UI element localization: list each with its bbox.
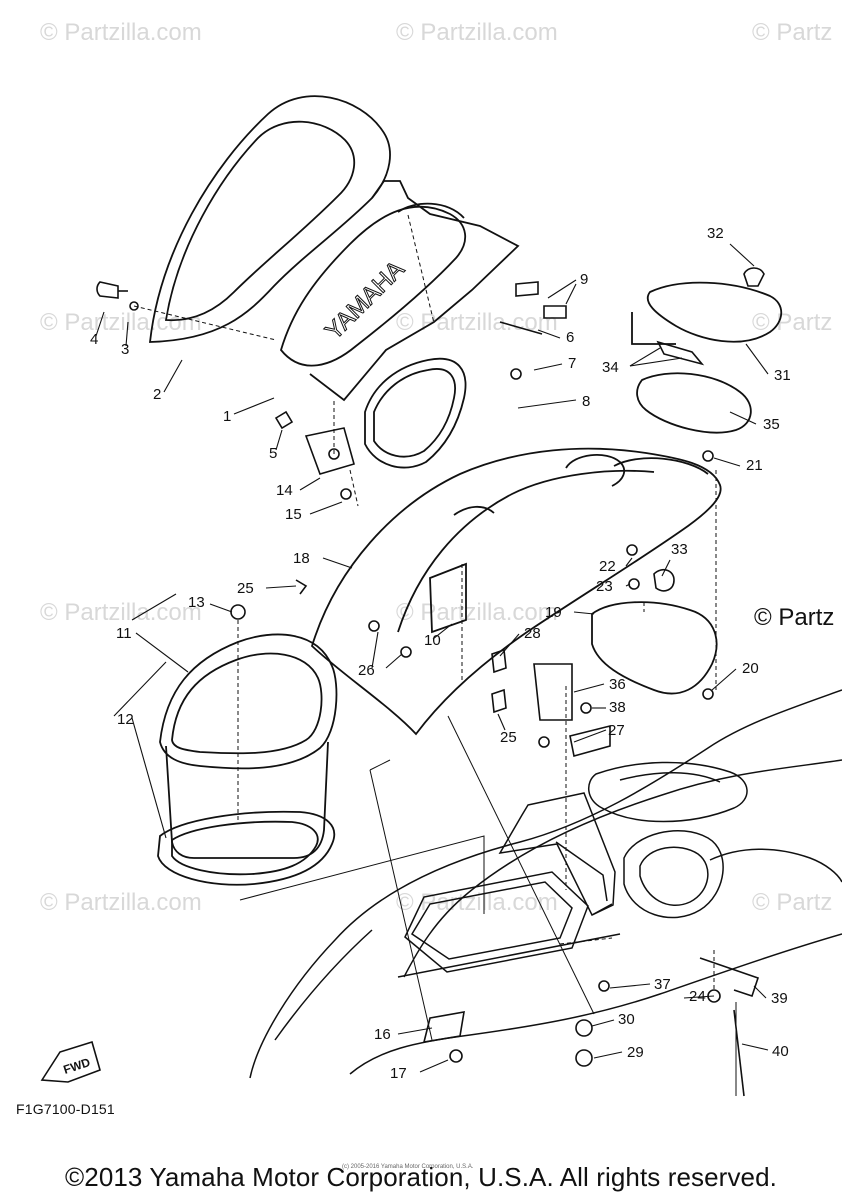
watermark-row2-left: © Partzilla.com [40,309,202,336]
callout-25-bottom: 25 [500,729,517,746]
watermark-layer: © Partzilla.com © Partzilla.com © Partz … [40,19,832,916]
callout-3: 3 [121,341,129,358]
callout-13: 13 [188,594,205,611]
watermark-row4-right: © Partz [752,889,832,916]
callout-32: 32 [707,225,724,242]
callout-22: 22 [599,558,616,575]
callout-23: 23 [596,578,613,595]
small-parts [96,267,765,1097]
callout-9: 9 [580,271,588,288]
watermark-top-right: © Partz [752,19,832,46]
callout-39: 39 [771,990,788,1007]
callout-14: 14 [276,482,293,499]
callout-20: 20 [742,660,759,677]
footer-copyright: ©2013 Yamaha Motor Corporation, U.S.A. A… [65,1162,777,1192]
callout-38: 38 [609,699,626,716]
watermark-row3-center: © Partzilla.com [396,599,558,626]
callout-6: 6 [566,329,574,346]
callout-16: 16 [374,1026,391,1043]
reference-lines [133,214,737,1096]
storage-bin [157,633,338,886]
callout-7: 7 [568,355,576,372]
diagram-code: F1G7100-D151 [16,1101,115,1117]
tiny-copyright: (c) 2005-2016 Yamaha Motor Corporation, … [342,1164,474,1170]
callout-34: 34 [602,359,619,376]
callout-8: 8 [582,393,590,410]
callout-36: 36 [609,676,626,693]
callout-5: 5 [269,445,277,462]
callout-28: 28 [524,625,541,642]
callout-19: 19 [545,604,562,621]
callout-25-top: 25 [237,580,254,597]
watermark-top-center: © Partzilla.com [396,19,558,46]
fwd-arrow: FWD [40,1040,101,1083]
callout-30: 30 [618,1011,635,1028]
callout-27: 27 [608,722,625,739]
hull-outline [249,689,842,1079]
callout-31: 31 [774,367,791,384]
callout-35: 35 [763,416,780,433]
callout-29: 29 [627,1044,644,1061]
page-edge-watermark: © Partz [754,604,835,631]
callout-37: 37 [654,976,671,993]
watermark-row2-right: © Partz [752,309,832,336]
callout-26: 26 [358,662,375,679]
leader-lines [95,243,769,1073]
callout-15: 15 [285,506,302,523]
callout-40: 40 [772,1043,789,1060]
callout-17: 17 [390,1065,407,1082]
front-storage-hood: YAMAHA [148,95,520,402]
watermark-row4-center: © Partzilla.com [396,889,558,916]
watermark-row3-left: © Partzilla.com [40,599,202,626]
callout-33: 33 [671,541,688,558]
callout-24: 24 [689,988,706,1005]
callout-11: 11 [116,625,132,642]
callout-4: 4 [90,331,98,348]
callout-21: 21 [746,457,763,474]
watermark-top-left: © Partzilla.com [40,19,202,46]
watermark-row4-left: © Partzilla.com [40,889,202,916]
callout-18: 18 [293,550,310,567]
callout-labels: 1 2 3 4 5 6 7 8 9 10 11 12 13 14 15 16 1… [90,225,791,1082]
hood-seal [364,357,467,469]
callout-1: 1 [223,408,231,425]
seat-cover [591,281,783,695]
callout-12: 12 [117,711,134,728]
callout-2: 2 [153,386,161,403]
